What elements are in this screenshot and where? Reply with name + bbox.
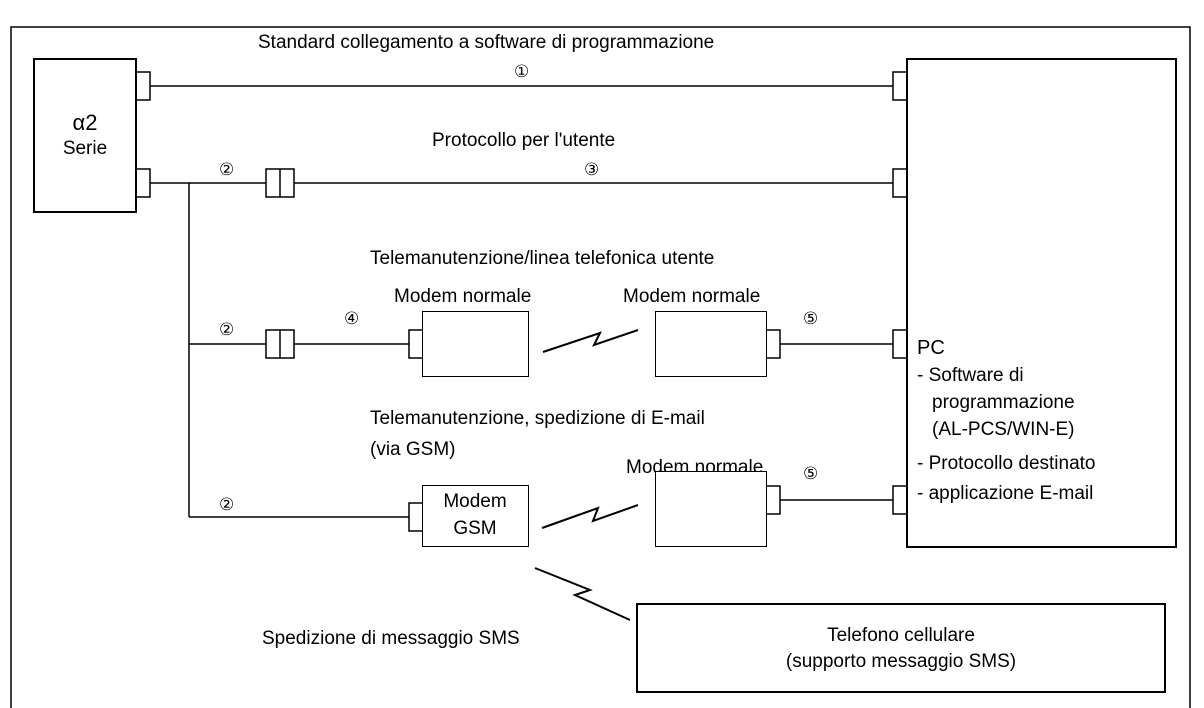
- pc-port-4: [892, 485, 908, 515]
- link-standard-label: Standard collegamento a software di prog…: [258, 32, 715, 53]
- modem-gsm-label-line1: Modem: [443, 491, 507, 512]
- pc-port-1: [892, 71, 908, 101]
- pc-item-4: - Protocollo destinato: [917, 453, 1096, 474]
- alpha2-device-box: α2 Serie: [33, 58, 137, 213]
- modem-normal-3: [655, 471, 767, 547]
- marker-5-top: ⑤: [803, 309, 819, 328]
- marker-2-bottom: ②: [219, 495, 235, 514]
- modem-normal-2: [655, 311, 767, 377]
- cell-phone-box: Telefono cellulare (supporto messaggio S…: [636, 603, 1166, 693]
- cell-phone-sublabel: (supporto messaggio SMS): [785, 651, 1017, 672]
- alpha2-symbol: α2: [72, 110, 98, 135]
- alpha2-port-top: [135, 71, 151, 101]
- modem-normal-1: [422, 311, 529, 377]
- pc-item-1: - Software di: [917, 365, 1024, 386]
- marker-2-top: ②: [219, 160, 235, 179]
- modem-normal-label-2: Modem normale: [623, 286, 761, 307]
- pc-port-2: [892, 168, 908, 198]
- modem-normal-label-1: Modem normale: [394, 286, 532, 307]
- marker-2-middle: ②: [219, 320, 235, 339]
- lightning-bolt-3: [534, 567, 631, 621]
- outer-frame: [10, 26, 1191, 708]
- lightning-bolt-2: [541, 504, 639, 529]
- pc-item-2: programmazione: [932, 392, 1075, 413]
- modem-gsm-label-line2: GSM: [453, 518, 497, 539]
- marker-4: ④: [344, 309, 360, 328]
- pc-port-3: [892, 329, 908, 359]
- pc-title: PC: [917, 337, 945, 359]
- lightning-bolt-1: [542, 329, 639, 353]
- link-telemaintenance-gsm-sublabel: (via GSM): [370, 439, 456, 460]
- marker-5-bottom: ⑤: [803, 464, 819, 483]
- pc-item-5: - applicazione E-mail: [917, 483, 1094, 504]
- marker-3: ③: [584, 160, 600, 179]
- pc-box: [906, 58, 1177, 548]
- pc-item-3: (AL-PCS/WIN-E): [932, 419, 1075, 440]
- sms-label: Spedizione di messaggio SMS: [262, 628, 520, 649]
- marker-1: ①: [514, 62, 530, 81]
- link-telemaintenance-gsm-label: Telemanutenzione, spedizione di E-mail: [370, 408, 705, 429]
- link-protocol-label: Protocollo per l'utente: [432, 130, 616, 151]
- alpha2-series-label: Serie: [62, 138, 108, 159]
- link-telemaintenance-phone-label: Telemanutenzione/linea telefonica utente: [370, 248, 715, 269]
- cell-phone-label: Telefono cellulare: [827, 625, 975, 646]
- alpha2-port-bottom: [135, 168, 151, 198]
- modem-gsm: Modem GSM: [422, 485, 529, 547]
